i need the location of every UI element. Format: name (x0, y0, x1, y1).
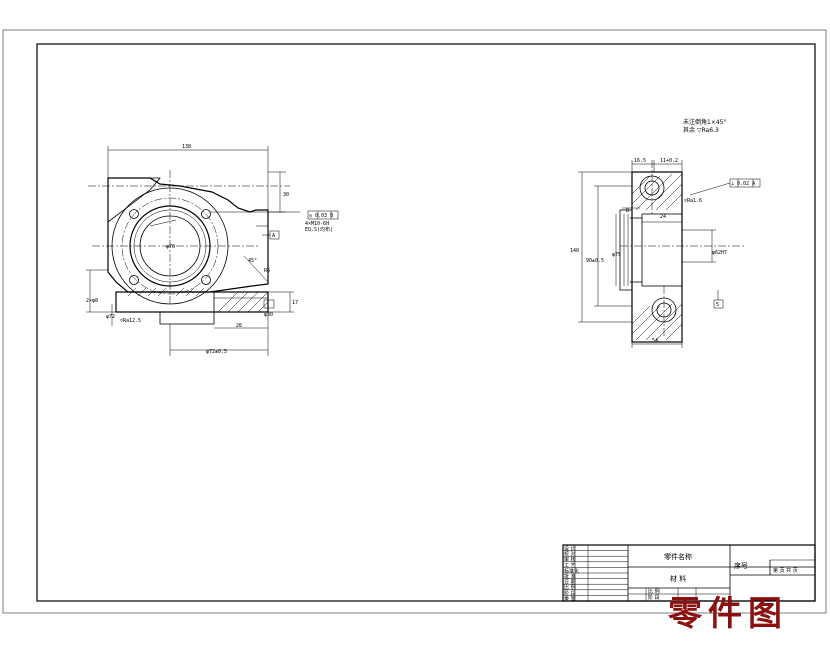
dim-radius: R6 (264, 268, 270, 274)
tolerance-frame-b: ◎ 0.03 B (309, 213, 333, 219)
dim-depth-side: 24 (660, 214, 666, 220)
inner-border (36, 43, 816, 602)
front-view (86, 146, 339, 356)
dim-height-right: 30 (283, 192, 289, 198)
part-drawing-stamp: 零件图 (668, 594, 788, 634)
side-view (578, 160, 761, 348)
dim-bore: φ70 (166, 244, 175, 250)
outer-frame (2, 29, 827, 614)
svg-text:日 期: 日 期 (564, 580, 576, 586)
svg-text:设 计: 设 计 (564, 545, 576, 552)
title-block (562, 544, 816, 602)
svg-text:工 艺: 工 艺 (564, 563, 576, 569)
datum-b-label: B (626, 208, 629, 214)
dim-h-small: 17 (292, 300, 298, 306)
svg-text:审 核: 审 核 (564, 556, 576, 563)
tolerance-frame-a: ⊥ 0.02 A (731, 181, 755, 187)
dim-top-left: 16.5 (634, 158, 646, 164)
dim-angle: 45° (248, 258, 257, 264)
datum-a-label: A (272, 233, 275, 239)
datum-small: 5 (716, 302, 719, 308)
roughness-b: ▽Ra1.6 (684, 198, 702, 204)
housing-outline (107, 177, 269, 293)
dim-width-top: 138 (182, 144, 191, 150)
roughness-left: ▽Ra12.5 (120, 318, 141, 324)
svg-text:校 对: 校 对 (564, 551, 576, 558)
bolt-hole (129, 209, 139, 219)
general-note-roughness: 其余 ▽Ra6.3 (683, 126, 719, 134)
svg-text:标准化: 标准化 (564, 567, 579, 574)
bolt-hole (129, 275, 139, 285)
svg-text:比 例: 比 例 (564, 584, 576, 591)
dim-width-bottom-side: 54 (652, 338, 658, 344)
dim-depth: 26 (236, 323, 242, 329)
title-seq: 序号 (734, 561, 748, 570)
general-note-chamfer: 未注倒角1×45° (683, 118, 726, 126)
dim-top-right: 11+0.2 (660, 158, 678, 164)
dim-inner-height: 90±0.5 (586, 258, 604, 264)
title-part-name: 零件名称 (664, 552, 692, 561)
dim-r-small: φ30 (264, 312, 273, 318)
dim-bore-side: φ62H7 (712, 250, 727, 256)
dim-total-height: 140 (570, 248, 579, 254)
dim-holes-left: 2×φ8 (86, 298, 98, 304)
svg-text:重 量: 重 量 (564, 595, 576, 602)
svg-text:批 准: 批 准 (564, 573, 576, 580)
title-scale: 比 例 (648, 588, 660, 595)
dim-width-bottom: φ72±0.5 (206, 349, 227, 355)
hatch (127, 287, 269, 313)
bolt-hole (201, 209, 211, 219)
title-rows: 设 计 校 对 审 核 工 艺 标准化 批 准 日 期 比 例 阶 段 重 量 (564, 545, 579, 602)
note-threads: 4×M10-6H (305, 221, 329, 227)
note-eqs: EQ.S(均布) (305, 226, 333, 233)
title-sheet: 第 页 共 页 (773, 567, 798, 574)
bolt-hole (201, 275, 211, 285)
title-material: 材 料 (670, 574, 686, 583)
dim-inner-dia: φ75 (612, 252, 621, 258)
svg-text:阶 段: 阶 段 (564, 590, 576, 597)
title-stage: 阶 段 (648, 594, 660, 601)
dim-phi: φ72 (106, 314, 115, 320)
